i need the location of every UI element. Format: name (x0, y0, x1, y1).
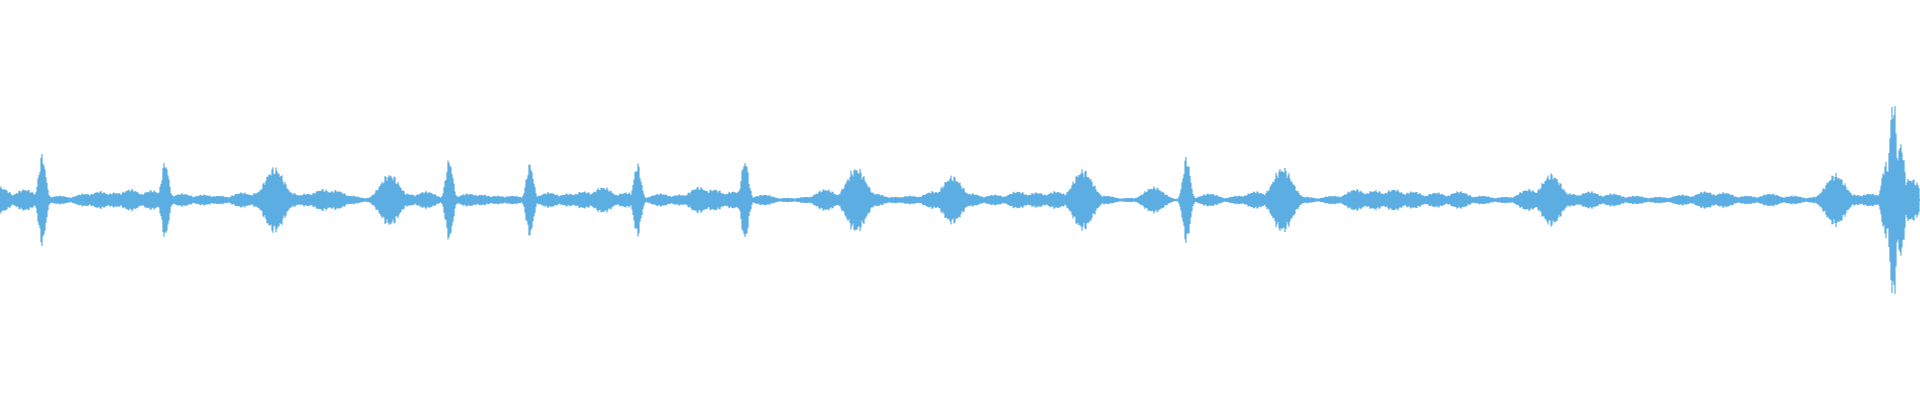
waveform-bars (0, 106, 1920, 294)
